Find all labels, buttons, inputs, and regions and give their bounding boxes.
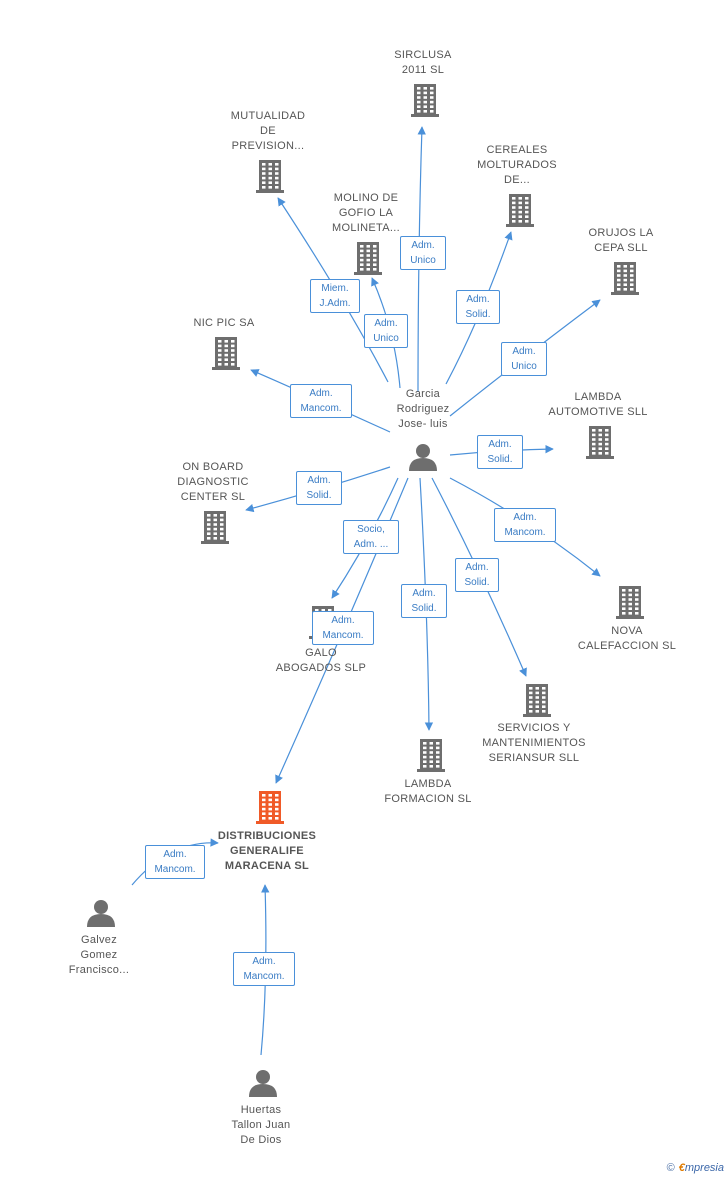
building-icon-onboard[interactable] xyxy=(201,511,229,544)
relation-label-garcia-cereales[interactable]: Adm. Solid. xyxy=(456,290,500,324)
relation-label-galvez-distribuciones[interactable]: Adm. Mancom. xyxy=(145,845,205,879)
building-icon-molino[interactable] xyxy=(354,242,382,275)
building-icon-sirclusa[interactable] xyxy=(411,84,439,117)
building-icon-orujos[interactable] xyxy=(611,262,639,295)
relation-label-garcia-nova[interactable]: Adm. Mancom. xyxy=(494,508,556,542)
copyright-symbol: © xyxy=(666,1162,675,1174)
relation-label-garcia-nicpic[interactable]: Adm. Mancom. xyxy=(290,384,352,418)
relation-label-garcia-sirclusa[interactable]: Adm. Unico xyxy=(400,236,446,270)
person-icon-galvez[interactable] xyxy=(87,900,115,927)
brand-name: mpresia xyxy=(684,1162,724,1174)
building-icon-cereales[interactable] xyxy=(506,194,534,227)
building-icon-servicios[interactable] xyxy=(523,684,551,717)
building-icon-distribuciones[interactable] xyxy=(256,791,284,824)
building-icon-lambda_form[interactable] xyxy=(417,739,445,772)
node-label-lambda_auto[interactable]: LAMBDA AUTOMOTIVE SLL xyxy=(548,391,648,418)
person-icon-garcia[interactable] xyxy=(409,444,437,471)
relation-label-garcia-lambda_auto[interactable]: Adm. Solid. xyxy=(477,435,523,469)
relation-label-garcia-galo[interactable]: Socio, Adm. ... xyxy=(343,520,399,554)
relation-label-garcia-lambda_form[interactable]: Adm. Solid. xyxy=(401,584,447,618)
node-label-huertas[interactable]: Huertas Tallon Juan De Dios xyxy=(231,1104,291,1146)
relation-label-garcia-orujos[interactable]: Adm. Unico xyxy=(501,342,547,376)
relation-label-garcia-servicios[interactable]: Adm. Solid. xyxy=(455,558,499,592)
node-label-servicios[interactable]: SERVICIOS Y MANTENIMIENTOS SERIANSUR SLL xyxy=(482,722,586,764)
node-label-mutualidad[interactable]: MUTUALIDAD DE PREVISION... xyxy=(230,110,306,152)
node-label-galvez[interactable]: Galvez Gomez Francisco... xyxy=(68,934,130,976)
node-label-nova[interactable]: NOVA CALEFACCION SL xyxy=(577,625,677,652)
node-label-molino[interactable]: MOLINO DE GOFIO LA MOLINETA... xyxy=(332,192,400,234)
building-icon-nova[interactable] xyxy=(616,586,644,619)
relation-label-huertas-distribuciones[interactable]: Adm. Mancom. xyxy=(233,952,295,986)
building-icon-lambda_auto[interactable] xyxy=(586,426,614,459)
node-label-onboard[interactable]: ON BOARD DIAGNOSTIC CENTER SL xyxy=(177,461,249,503)
node-label-sirclusa[interactable]: SIRCLUSA 2011 SL xyxy=(394,49,452,76)
empresia-brand[interactable]: ©€mpresia xyxy=(667,1162,724,1174)
node-label-galo[interactable]: GALO ABOGADOS SLP xyxy=(275,647,367,674)
person-icon-huertas[interactable] xyxy=(249,1070,277,1097)
node-label-lambda_form[interactable]: LAMBDA FORMACION SL xyxy=(384,778,472,805)
relation-label-garcia-distribuciones[interactable]: Adm. Mancom. xyxy=(312,611,374,645)
relation-label-garcia-mutualidad[interactable]: Miem. J.Adm. xyxy=(310,279,360,313)
node-label-orujos[interactable]: ORUJOS LA CEPA SLL xyxy=(588,227,654,254)
building-icon-mutualidad[interactable] xyxy=(256,160,284,193)
node-label-nicpic[interactable]: NIC PIC SA xyxy=(193,317,255,329)
building-icon-nicpic[interactable] xyxy=(212,337,240,370)
empresia-logo-icon: € xyxy=(678,1162,685,1174)
relation-label-garcia-onboard[interactable]: Adm. Solid. xyxy=(296,471,342,505)
relation-label-garcia-molino[interactable]: Adm. Unico xyxy=(364,314,408,348)
node-label-cereales[interactable]: CEREALES MOLTURADOS DE... xyxy=(477,144,557,186)
node-label-garcia[interactable]: Garcia Rodriguez Jose- luis xyxy=(396,388,450,430)
node-label-distribuciones[interactable]: DISTRIBUCIONES GENERALIFE MARACENA SL xyxy=(217,830,317,872)
